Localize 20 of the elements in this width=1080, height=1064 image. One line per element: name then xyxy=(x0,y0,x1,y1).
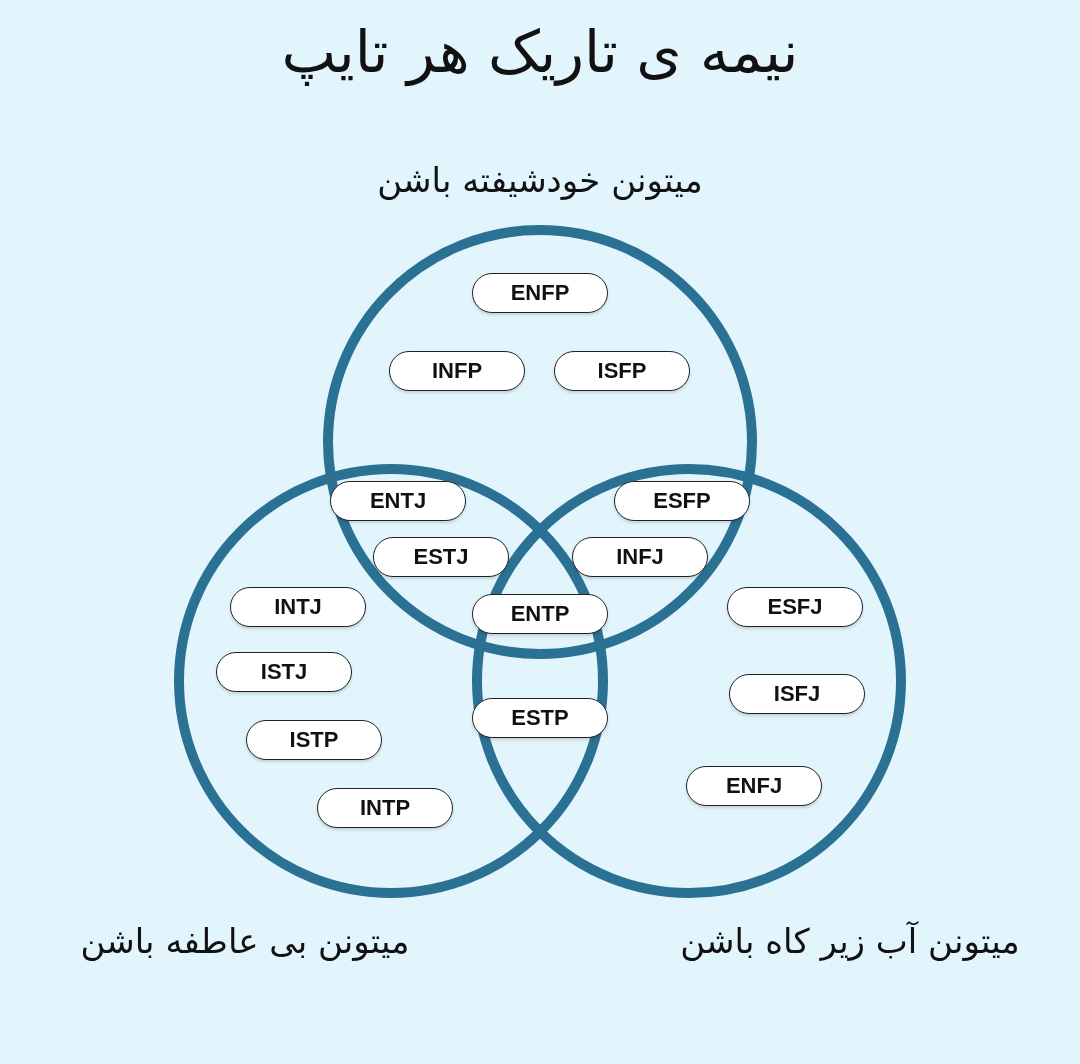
type-pill: ESTP xyxy=(472,698,608,738)
type-pill: ESFP xyxy=(614,481,750,521)
type-pill: ISFJ xyxy=(729,674,865,714)
circle-label: میتونن خودشیفته باشن xyxy=(376,160,704,201)
type-pill: ESFJ xyxy=(727,587,863,627)
type-pill: ESTJ xyxy=(373,537,509,577)
type-pill: ISFP xyxy=(554,351,690,391)
circle-label: میتونن بی عاطفه باشن xyxy=(79,921,411,962)
title: نیمه ی تاریک هر تایپ xyxy=(280,18,800,88)
type-pill: ENTJ xyxy=(330,481,466,521)
type-pill: ISTJ xyxy=(216,652,352,692)
type-pill: INFJ xyxy=(572,537,708,577)
type-pill: ENTP xyxy=(472,594,608,634)
type-pill: INTP xyxy=(317,788,453,828)
type-pill: ENFP xyxy=(472,273,608,313)
type-pill: INFP xyxy=(389,351,525,391)
circle-label: میتونن آب زیر کاه باشن xyxy=(679,921,1021,962)
type-pill: ENFJ xyxy=(686,766,822,806)
type-pill: INTJ xyxy=(230,587,366,627)
type-pill: ISTP xyxy=(246,720,382,760)
